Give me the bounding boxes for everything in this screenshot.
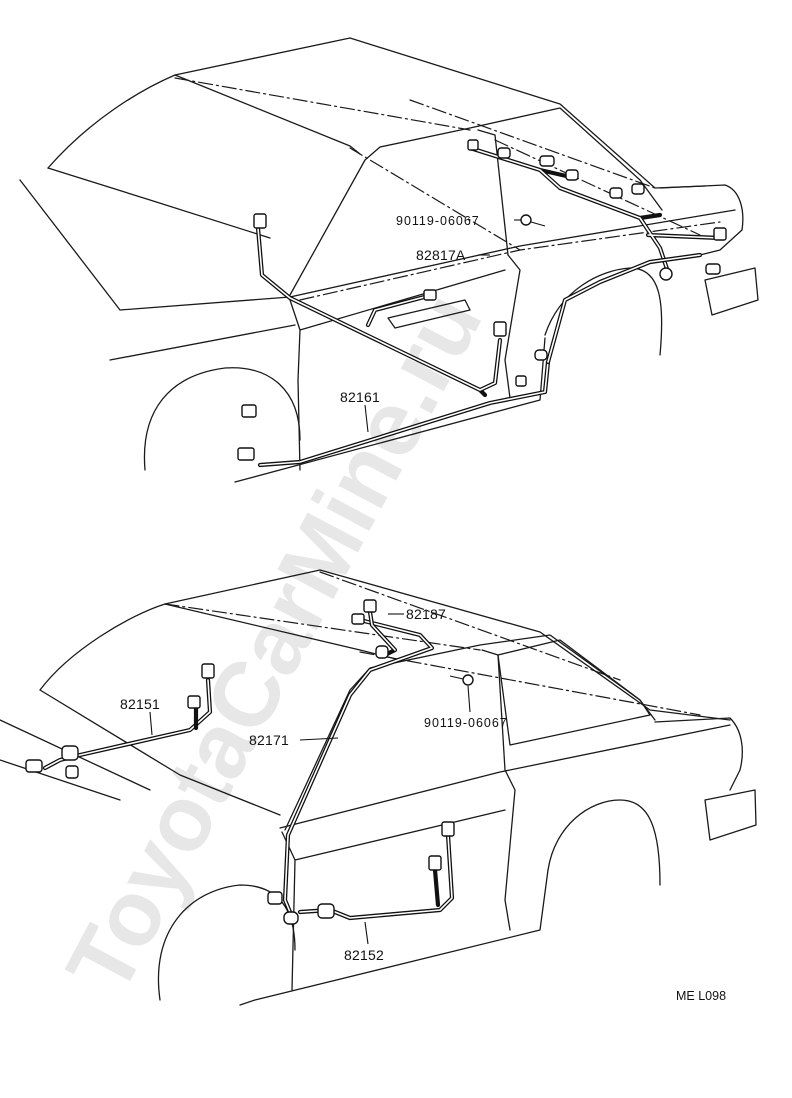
- lower-connector-8: [65, 765, 79, 779]
- upper-connector-8: [467, 139, 479, 151]
- upper-connector-11: [565, 169, 579, 181]
- lower-door-frame: [284, 634, 656, 831]
- lower-pillar: [481, 649, 516, 931]
- lower-rear-glass-edge: [39, 689, 281, 816]
- upper-connector-15: [705, 263, 721, 275]
- upper-tail-lamp: [704, 267, 759, 316]
- upper-roof-line: [47, 37, 706, 189]
- figure-code: ME L098: [676, 989, 726, 1003]
- lower-connector-6: [61, 745, 79, 761]
- upper-connector-7: [515, 375, 527, 387]
- upper-belt-line: [19, 179, 736, 311]
- upper-door-rear-edge: [504, 254, 521, 399]
- lower-quarter-window: [497, 639, 651, 746]
- lower-belt-line: [0, 719, 731, 829]
- lower-harness-82171-core: [284, 619, 433, 913]
- leader-82151: [149, 711, 153, 736]
- leader-82152: [364, 921, 369, 945]
- callout-82171: 82171: [249, 732, 289, 748]
- upper-connector-1: [253, 213, 267, 229]
- callout-82151: 82151: [120, 696, 160, 712]
- callout-bolt-upper: 90119-06067: [396, 214, 480, 228]
- leader-82161: [364, 404, 369, 433]
- lower-roof-line: [39, 569, 731, 721]
- lower-connector-7: [25, 759, 43, 773]
- upper-car-view: 90119-06067 82817A 82161: [19, 37, 759, 483]
- lower-connector-9: [441, 821, 455, 837]
- callout-82161: 82161: [340, 389, 380, 405]
- lower-rocker: [239, 869, 549, 1006]
- upper-connector-14: [713, 227, 727, 241]
- leader-bolt-lower: [467, 685, 471, 713]
- lower-connector-12: [267, 891, 283, 905]
- upper-connector-2: [493, 321, 507, 337]
- upper-connector-13: [631, 183, 645, 195]
- callout-82152: 82152: [344, 947, 384, 963]
- upper-connector-4: [237, 447, 255, 461]
- lower-bolt-shank: [449, 675, 464, 680]
- upper-connector-10: [539, 155, 555, 167]
- upper-front-wheel-arch: [143, 367, 301, 471]
- upper-connector-9: [497, 147, 511, 159]
- upper-door-frame: [289, 107, 663, 296]
- upper-rear-quarter: [659, 184, 744, 256]
- upper-connector-5: [423, 289, 437, 301]
- upper-hidden-floor: [299, 221, 721, 301]
- lower-connector-3: [375, 645, 389, 659]
- lower-rear-quarter: [654, 717, 743, 791]
- upper-front-door-edge: [289, 299, 301, 471]
- lower-rear-wheel-arch: [547, 799, 661, 886]
- upper-hidden-roof: [174, 77, 701, 251]
- lower-harness-82152-branch: [432, 867, 441, 908]
- upper-bolt-icon: [520, 214, 532, 226]
- upper-harness-82817a-core: [367, 295, 429, 326]
- lower-door-panel: [0, 759, 506, 861]
- upper-roof-harness-core: [469, 147, 721, 273]
- lower-connector-5: [187, 695, 201, 709]
- upper-windshield-base: [47, 167, 271, 239]
- lower-connector-10: [428, 855, 442, 871]
- lower-bolt-icon: [462, 674, 474, 686]
- upper-connector-6: [534, 349, 548, 361]
- callout-bolt-lower: 90119-06067: [424, 716, 508, 730]
- upper-rear-harness-core: [547, 254, 701, 363]
- lower-car-view: 82187 82151 82171 90119-06067 82152: [0, 569, 757, 1006]
- callout-82817a: 82817A: [416, 247, 466, 263]
- lower-connector-2: [351, 613, 365, 625]
- lower-connector-13: [283, 911, 299, 925]
- leader-82171: [299, 737, 339, 741]
- upper-connector-3: [241, 404, 257, 418]
- lower-harness-82187-core: [369, 611, 396, 651]
- upper-bolt-shank: [530, 221, 546, 227]
- upper-pillar: [477, 129, 509, 256]
- lower-connector-4: [201, 663, 215, 679]
- upper-connector-12: [609, 187, 623, 199]
- upper-armrest: [387, 299, 471, 329]
- upper-rocker: [234, 337, 546, 483]
- upper-harness-82161-core: [257, 227, 549, 466]
- lower-connector-1: [363, 599, 377, 613]
- lower-harness-82151-core: [44, 679, 211, 769]
- upper-rear-harness: [545, 252, 703, 365]
- upper-rear-window: [174, 74, 361, 155]
- lower-tail-lamp: [704, 789, 757, 841]
- callout-82187: 82187: [406, 606, 446, 622]
- upper-connector-16: [659, 267, 673, 281]
- lower-connector-11: [317, 903, 335, 919]
